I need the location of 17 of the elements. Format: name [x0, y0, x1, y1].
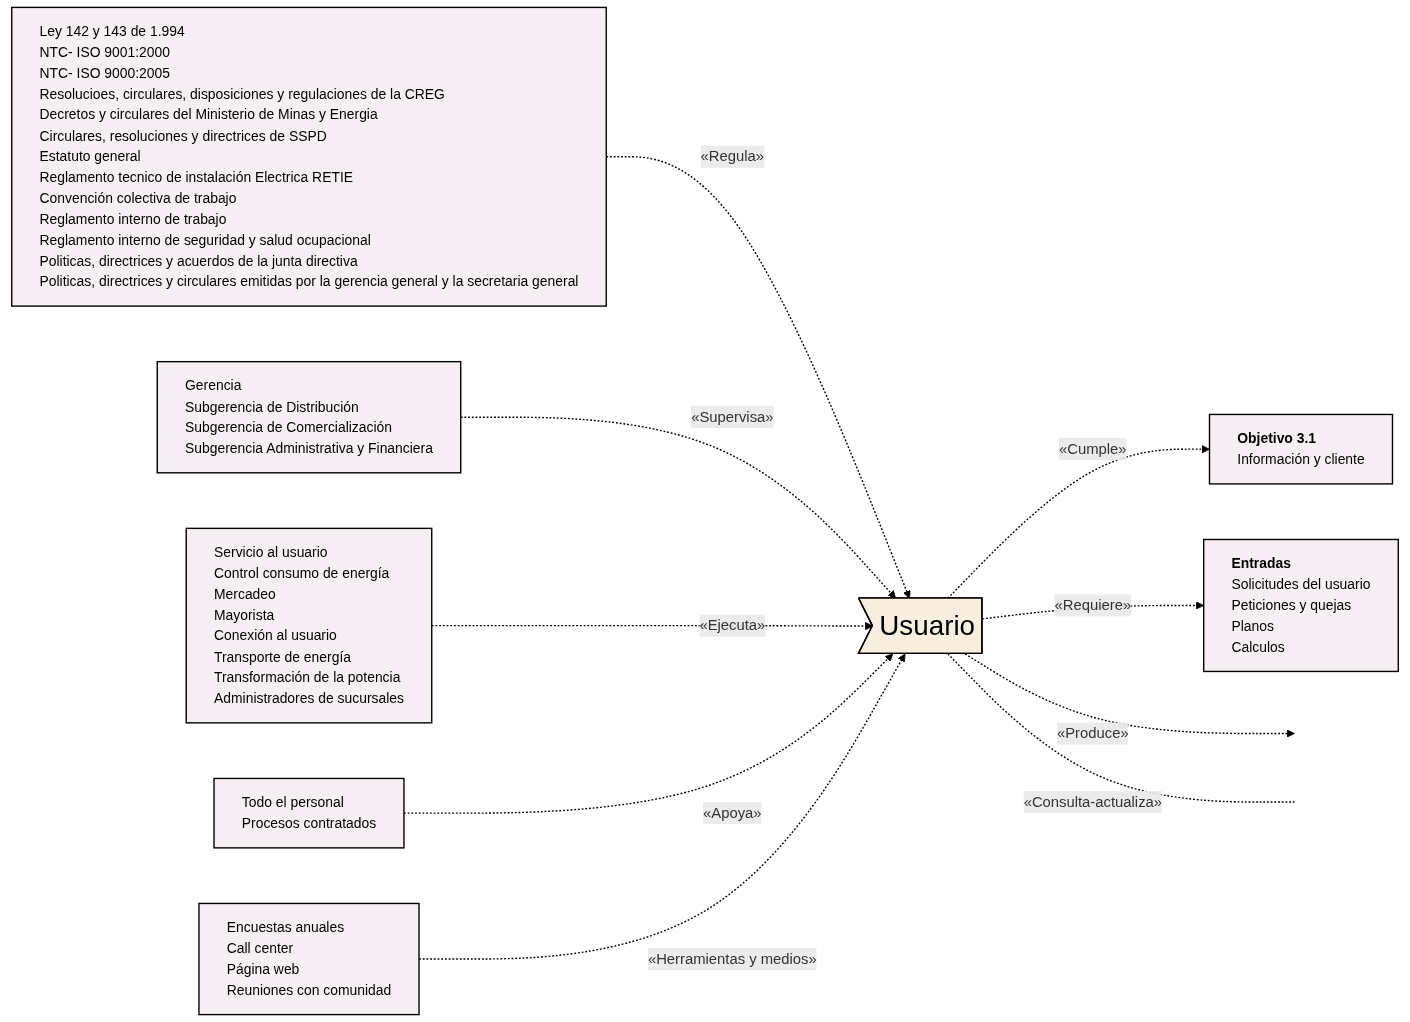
node-box: Todo el personal Procesos contratados — [213, 777, 405, 849]
node-box: Servicio al usuario Control consumo de energía Mercadeo Mayorista Conexión al usuario Transporte de energía Transformación de la potencia Administradores de sucursales — [185, 527, 433, 724]
node-box: Ley 142 y 143 de 1.994 NTC- ISO 9001:2000 NTC- ISO 9000:2005 Resolucioes, circulares, disposiciones y regulaciones de la CREG Decretos y circulares del Ministerio de Minas y Energia Circulares, resoluciones y directrices de SSPD Estatuto general Reglamento tecnico de instalación Electrica RETIE Convención colectiva de trabajo Reglamento interno de trabajo Reglamento interno de seguridad y salud ocupacional Politicas, directrices y acuerdos de la junta directiva Politicas, directrices y circulares emitidas por la gerencia general y la secretaria general — [11, 6, 607, 307]
edge-label: «Cumple» — [1059, 440, 1127, 457]
node-box: Encuestas anuales Call center Página web Reuniones con comunidad — [198, 902, 420, 1016]
node-box: Gerencia Subgerencia de Distribución Subgerencia de Comercialización Subgerencia Administrativa y Financiera — [156, 360, 462, 474]
edge-label: «Supervisa» — [691, 408, 774, 425]
edge-label: «Apoya» — [703, 804, 762, 821]
edge-label: «Herramientas y medios» — [647, 950, 817, 967]
edge-label: «Regula» — [700, 148, 765, 165]
node-box: Entradas Solicitudes del usuario Peticiones y quejas Planos Calculos — [1203, 538, 1399, 673]
connector — [947, 653, 1296, 803]
node-box: Objetivo 3.1 Información y cliente — [1208, 413, 1394, 485]
edge-label: «Consulta-actualiza» — [1023, 793, 1163, 810]
edge-label: «Ejecuta» — [699, 617, 766, 634]
edge-label: «Produce» — [1056, 725, 1129, 741]
edge-label: «Requiere» — [1054, 597, 1132, 613]
